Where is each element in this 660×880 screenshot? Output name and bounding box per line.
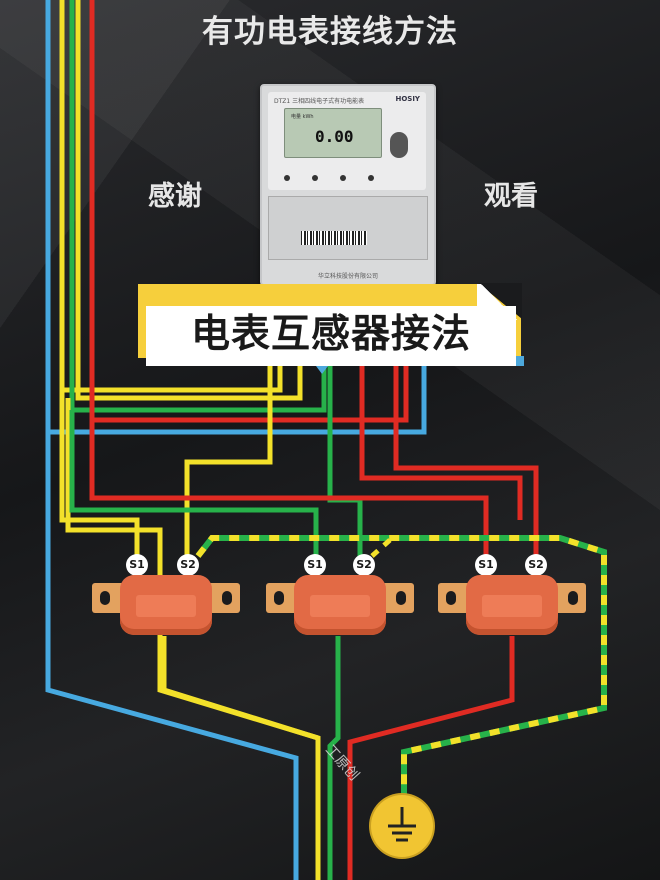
ct-core — [294, 575, 386, 635]
current-transformer-icon — [266, 575, 414, 635]
left-caption: 感谢 — [148, 181, 202, 212]
page-title: 有功电表接线方法 — [202, 14, 458, 50]
meter-model-text: DTZ1 三相四线电子式有功电能表 — [274, 98, 365, 105]
blue-wire-main — [45, 0, 299, 880]
green-wire-ct2-s1 — [69, 410, 319, 556]
red-wire-ct3-s1 — [89, 420, 489, 556]
red-wire-main — [89, 0, 409, 423]
meter-lcd: 电量 kWh 0.00 — [284, 108, 382, 158]
green-wire-main — [69, 0, 327, 413]
meter-leds — [284, 166, 424, 181]
yellow-wire-main-2 — [75, 0, 303, 401]
current-transformer-icon — [92, 575, 240, 635]
meter-brand: HOSIY — [395, 95, 420, 103]
energy-meter-icon: DTZ1 三相四线电子式有功电能表 HOSIY 电量 kWh 0.00 华立科技… — [260, 84, 436, 286]
ct2-s1-label: S1 — [304, 554, 326, 576]
meter-button — [390, 132, 408, 158]
ct-core — [120, 575, 212, 635]
barcode-icon — [301, 231, 367, 245]
ground-icon — [371, 795, 433, 857]
ground-wire-s2-link — [370, 538, 392, 558]
banner-text: 电表互感器接法 — [146, 306, 516, 366]
right-caption: 观看 — [484, 181, 538, 212]
ct3-s1-label: S1 — [475, 554, 497, 576]
ct1-s2-label: S2 — [177, 554, 199, 576]
ct-core — [466, 575, 558, 635]
red-wire-ct3-s2 — [393, 360, 539, 556]
yellow-wire-ct1-s1 — [59, 390, 140, 556]
green-wire-ct2-s2 — [327, 360, 363, 556]
ground-symbol — [388, 807, 416, 842]
ground-wire-yellow — [195, 535, 607, 800]
meter-lcd-label: 电量 kWh — [291, 114, 314, 120]
blue-wire-top — [48, 360, 427, 435]
meter-terminal-cover — [268, 196, 428, 260]
yellow-wire-ct1-primary — [65, 398, 321, 880]
meter-footer: 华立科技股份有限公司 — [317, 273, 378, 280]
green-wire-ct2-primary — [327, 636, 341, 880]
ct2-s2-label: S2 — [353, 554, 375, 576]
ct1-s1-label: S1 — [126, 554, 148, 576]
yellow-wire-main — [59, 0, 283, 393]
ct3-s2-label: S2 — [525, 554, 547, 576]
meter-reading: 0.00 — [315, 127, 354, 146]
red-wire-ct3-secondary — [359, 360, 523, 520]
red-wire-ct3-primary — [347, 636, 515, 880]
meter-face: DTZ1 三相四线电子式有功电能表 HOSIY 电量 kWh 0.00 — [268, 92, 426, 190]
current-transformer-icon — [438, 575, 586, 635]
yellow-wire-ct1-out — [161, 636, 319, 741]
